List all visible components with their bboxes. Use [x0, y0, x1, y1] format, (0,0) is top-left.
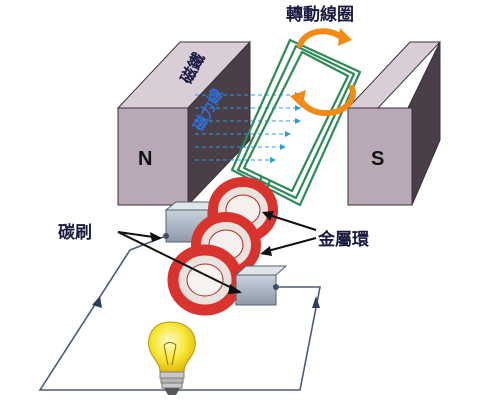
north-magnet	[116, 40, 252, 207]
slip-ring-lower	[167, 244, 243, 316]
metal-rings-label: 金屬環	[317, 229, 370, 250]
south-magnet	[346, 41, 442, 206]
field-lines	[195, 92, 301, 163]
circuit-wire	[38, 235, 321, 391]
carbon-brush-label: 碳刷	[58, 222, 92, 243]
carbon-brush-rear	[163, 201, 218, 243]
carbon-brush-front	[234, 265, 288, 306]
circular-arrows-icon	[290, 28, 356, 117]
rotating-coil-label: 轉動線圈	[286, 4, 354, 25]
north-pole-label: N	[138, 148, 152, 170]
south-pole-label: S	[371, 148, 384, 170]
light-bulb-icon	[148, 321, 196, 395]
